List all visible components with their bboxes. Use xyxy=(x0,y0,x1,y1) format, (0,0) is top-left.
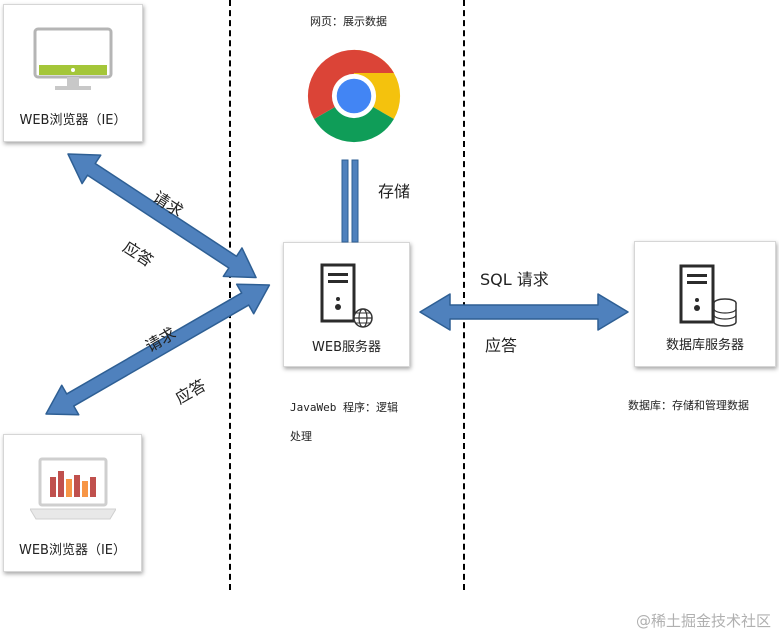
monitor-icon xyxy=(33,27,113,90)
sql-arrow xyxy=(419,293,629,331)
browser-top-box: WEB浏览器（IE） xyxy=(3,4,143,142)
sql-response-label: 应答 xyxy=(485,336,518,355)
db-caption: 数据库：存储和管理数据 xyxy=(628,399,749,412)
db-server-label: 数据库服务器 xyxy=(665,338,744,353)
webpage-caption: 网页：展示数据 xyxy=(310,15,387,28)
db-server-box: 数据库服务器 xyxy=(634,241,776,367)
watermark: @稀土掘金技术社区 xyxy=(635,612,771,630)
server-icon xyxy=(679,264,715,324)
browser-top-label: WEB浏览器（IE） xyxy=(19,113,127,128)
sql-request-label: SQL 请求 xyxy=(480,270,549,289)
storage-label: 存储 xyxy=(378,182,411,201)
laptop-chart-icon xyxy=(30,457,116,520)
storage-link xyxy=(351,159,359,243)
request-response-arrow-top xyxy=(67,153,257,279)
browser-bottom-label: WEB浏览器（IE） xyxy=(18,543,127,558)
javaweb-caption-line1: JavaWeb 程序：逻辑 xyxy=(290,401,398,414)
storage-link xyxy=(341,159,349,243)
web-server-box: WEB服务器 xyxy=(283,242,410,367)
web-server-label: WEB服务器 xyxy=(312,340,381,355)
chrome-icon xyxy=(307,49,401,143)
javaweb-caption-line2: 处理 xyxy=(290,430,312,443)
browser-bottom-box: WEB浏览器（IE） xyxy=(3,434,142,572)
database-icon xyxy=(713,298,737,327)
separator-left xyxy=(229,0,231,590)
request-response-arrow-bottom xyxy=(45,283,271,416)
globe-icon xyxy=(353,308,373,328)
separator-right xyxy=(463,0,465,590)
server-icon xyxy=(320,263,356,323)
